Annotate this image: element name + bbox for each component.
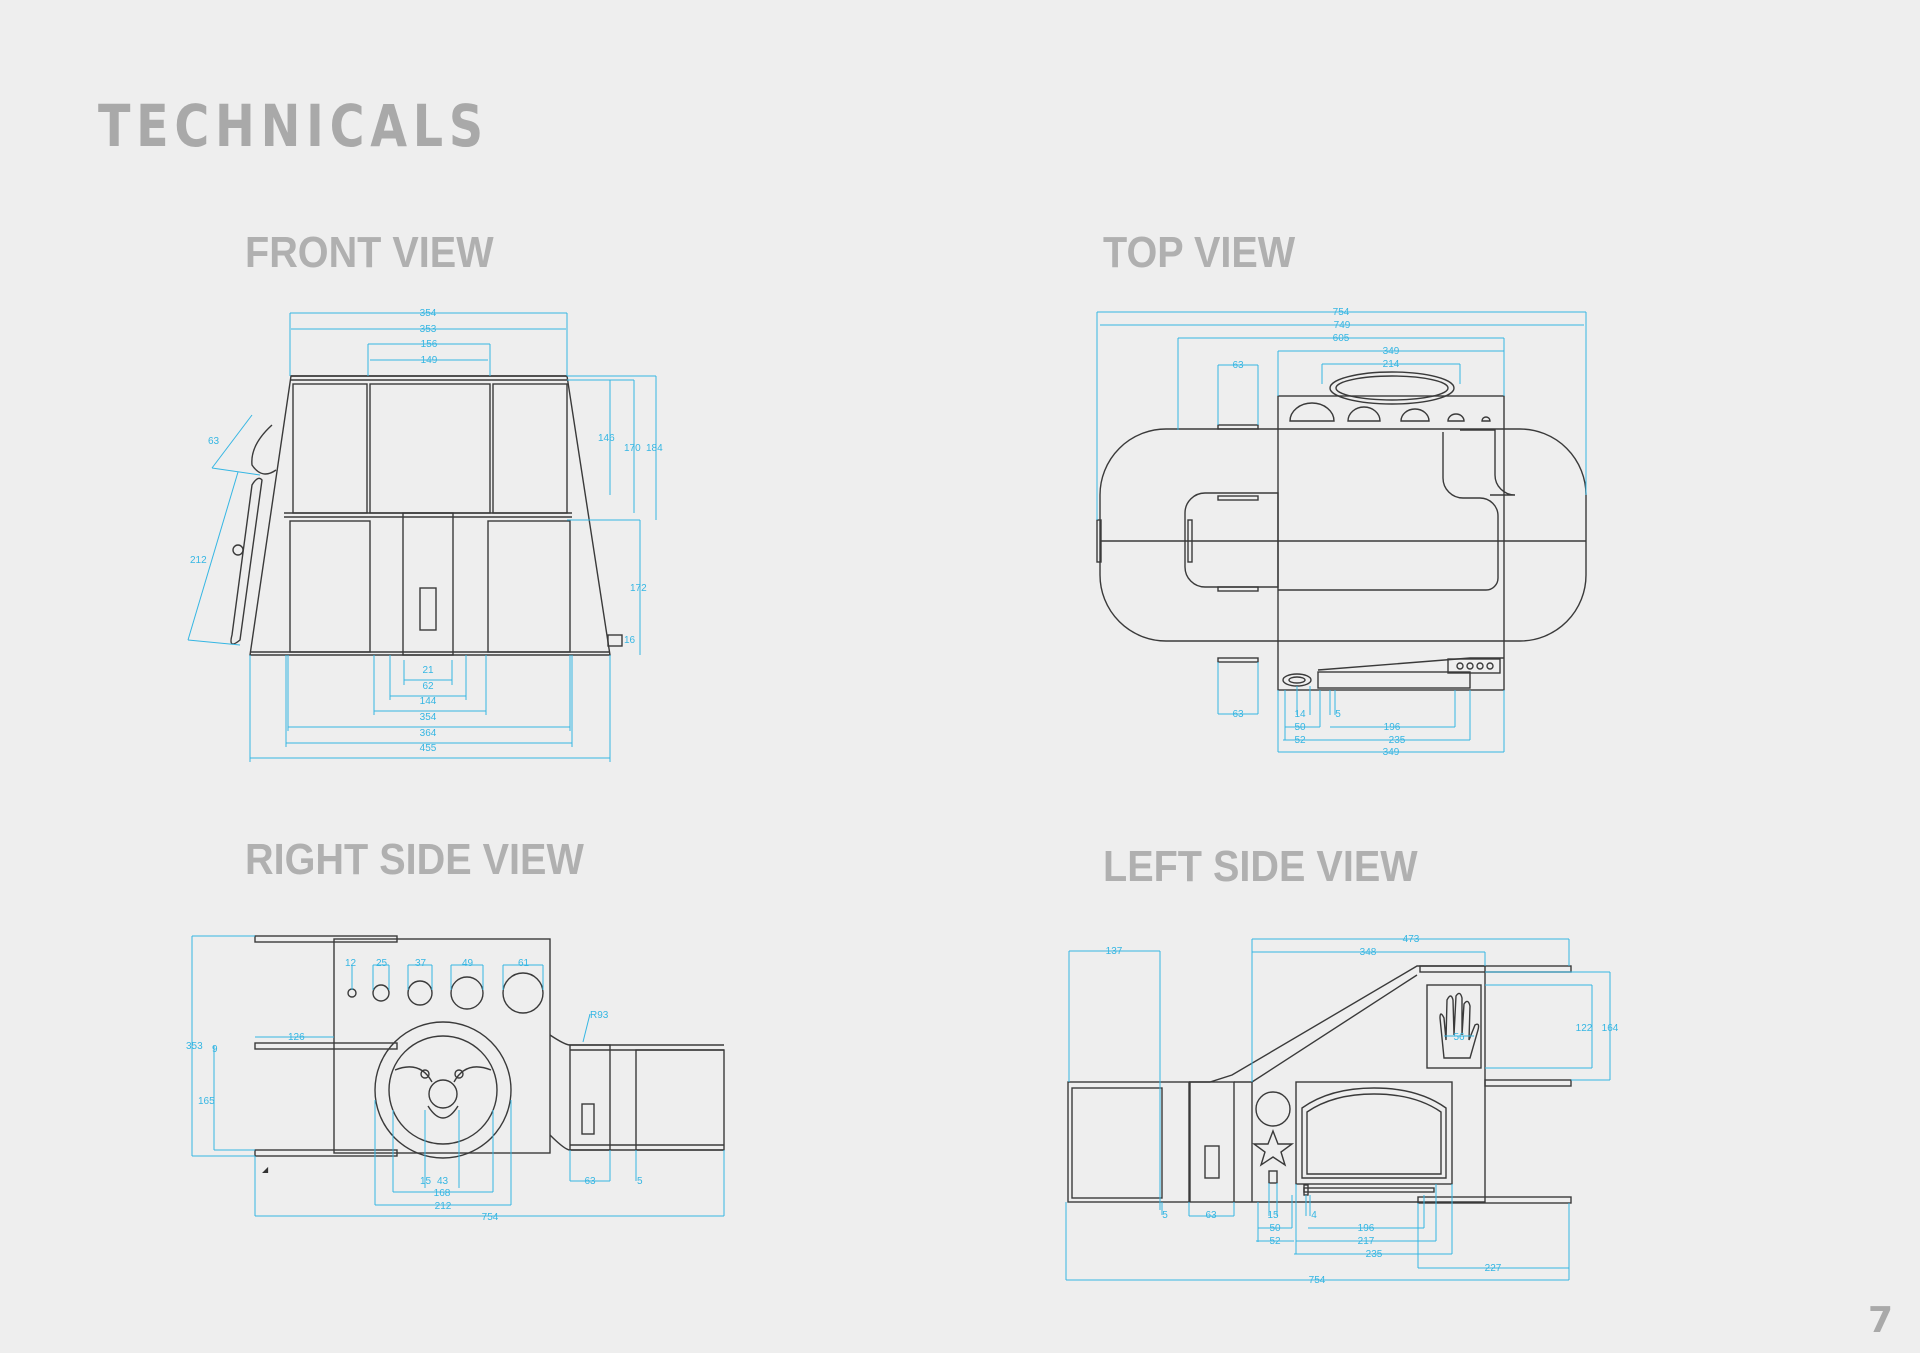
dim-label: 196 <box>1384 722 1401 733</box>
dim-label: 156 <box>421 339 438 350</box>
dim-label: 172 <box>630 583 647 594</box>
dim-label: 52 <box>1294 735 1306 746</box>
right-side-view-drawing: ◢ 12 25 37 49 61 R93 353 9 126 165 15 43… <box>186 935 725 1223</box>
page-number: 7 <box>1868 1300 1894 1341</box>
dim-label: 15 <box>1267 1210 1279 1221</box>
left-side-view-drawing: 473 348 137 122 164 56 5 63 15 4 50 52 1… <box>1065 934 1619 1286</box>
dim-label: 146 <box>598 433 615 444</box>
dim-label: 63 <box>1232 709 1244 720</box>
marker: ◢ <box>262 1165 269 1174</box>
front-view-drawing: 354 353 156 149 146 170 184 63 212 172 1… <box>187 308 663 762</box>
dim-label: 217 <box>1358 1236 1375 1247</box>
top-track-outline <box>1099 428 1587 642</box>
dim-label: 16 <box>624 635 636 646</box>
front-body-outline <box>249 375 611 656</box>
dim-label: 15 <box>420 1176 432 1187</box>
dim-label: 164 <box>1602 1023 1619 1034</box>
dim-label: 63 <box>208 436 220 447</box>
dim-label: 227 <box>1485 1263 1502 1274</box>
hand-icon <box>1439 992 1480 1059</box>
dim-label: 165 <box>198 1096 215 1107</box>
dim-label: 21 <box>422 665 434 676</box>
dim-label: 43 <box>437 1176 449 1187</box>
dim-label: 56 <box>1453 1032 1465 1043</box>
dim-label: 63 <box>584 1176 596 1187</box>
dim-label: 235 <box>1366 1249 1383 1260</box>
dim-label: 353 <box>186 1041 203 1052</box>
steering-wheel-outer <box>374 1021 512 1159</box>
front-handle <box>230 477 263 645</box>
dim-label: 349 <box>1383 346 1400 357</box>
dim-label: 364 <box>420 728 437 739</box>
dim-label: 50 <box>1294 722 1306 733</box>
front-knob <box>251 424 277 475</box>
left-side-view-title: LEFT SIDE VIEW <box>1103 842 1418 891</box>
dim-label: 184 <box>646 443 663 454</box>
dim-label: 473 <box>1403 934 1420 945</box>
dim-label: 50 <box>1269 1223 1281 1234</box>
dim-label: 354 <box>420 308 437 319</box>
dim-label: 12 <box>345 958 357 969</box>
dim-label: 62 <box>422 681 434 692</box>
star-icon <box>1251 1129 1295 1167</box>
right-side-panel <box>333 938 551 1154</box>
dim-label: 25 <box>376 958 388 969</box>
top-view-title: TOP VIEW <box>1103 228 1296 277</box>
dim-label: 749 <box>1334 320 1351 331</box>
dim-label: 52 <box>1269 1236 1281 1247</box>
dim-label: 5 <box>637 1176 643 1187</box>
dim-label: 63 <box>1205 1210 1217 1221</box>
top-view-drawing: 754 749 605 349 214 63 63 14 5 50 52 196… <box>1096 307 1587 758</box>
dim-label: 754 <box>1309 1275 1326 1286</box>
dim-label: 4 <box>1311 1210 1317 1221</box>
dim-label: 149 <box>421 355 438 366</box>
dim-label: 349 <box>1383 747 1400 758</box>
dim-label: 354 <box>420 712 437 723</box>
top-console <box>1277 395 1505 691</box>
dim-label: 168 <box>434 1188 451 1199</box>
dim-label: 126 <box>288 1032 305 1043</box>
dim-label: 212 <box>190 555 207 566</box>
dim-label: 214 <box>1383 359 1400 370</box>
front-view-title: FRONT VIEW <box>245 228 494 277</box>
dim-label: 144 <box>420 696 437 707</box>
dim-label: 235 <box>1389 735 1406 746</box>
dim-label: 455 <box>420 743 437 754</box>
dim-label: 49 <box>462 958 474 969</box>
dim-label: 137 <box>1106 946 1123 957</box>
dim-label: 5 <box>1162 1210 1168 1221</box>
dim-label: 170 <box>624 443 641 454</box>
dim-label: 63 <box>1232 360 1244 371</box>
dim-label: 5 <box>1335 709 1341 720</box>
dim-label: 196 <box>1358 1223 1375 1234</box>
page-title: TECHNICALS <box>98 92 489 160</box>
dim-label: 212 <box>435 1201 452 1212</box>
dim-label: 9 <box>212 1044 218 1055</box>
dim-label: R93 <box>590 1010 609 1021</box>
dim-label: 754 <box>482 1212 499 1223</box>
right-side-view-title: RIGHT SIDE VIEW <box>245 835 584 884</box>
left-screen-frame <box>1295 1081 1453 1185</box>
dim-label: 605 <box>1333 333 1350 344</box>
dim-label: 61 <box>518 958 530 969</box>
dim-label: 14 <box>1294 709 1306 720</box>
dim-label: 348 <box>1360 947 1377 958</box>
dim-label: 353 <box>420 324 437 335</box>
dim-label: 122 <box>1576 1023 1593 1034</box>
dim-label: 754 <box>1333 307 1350 318</box>
dim-label: 37 <box>415 958 427 969</box>
